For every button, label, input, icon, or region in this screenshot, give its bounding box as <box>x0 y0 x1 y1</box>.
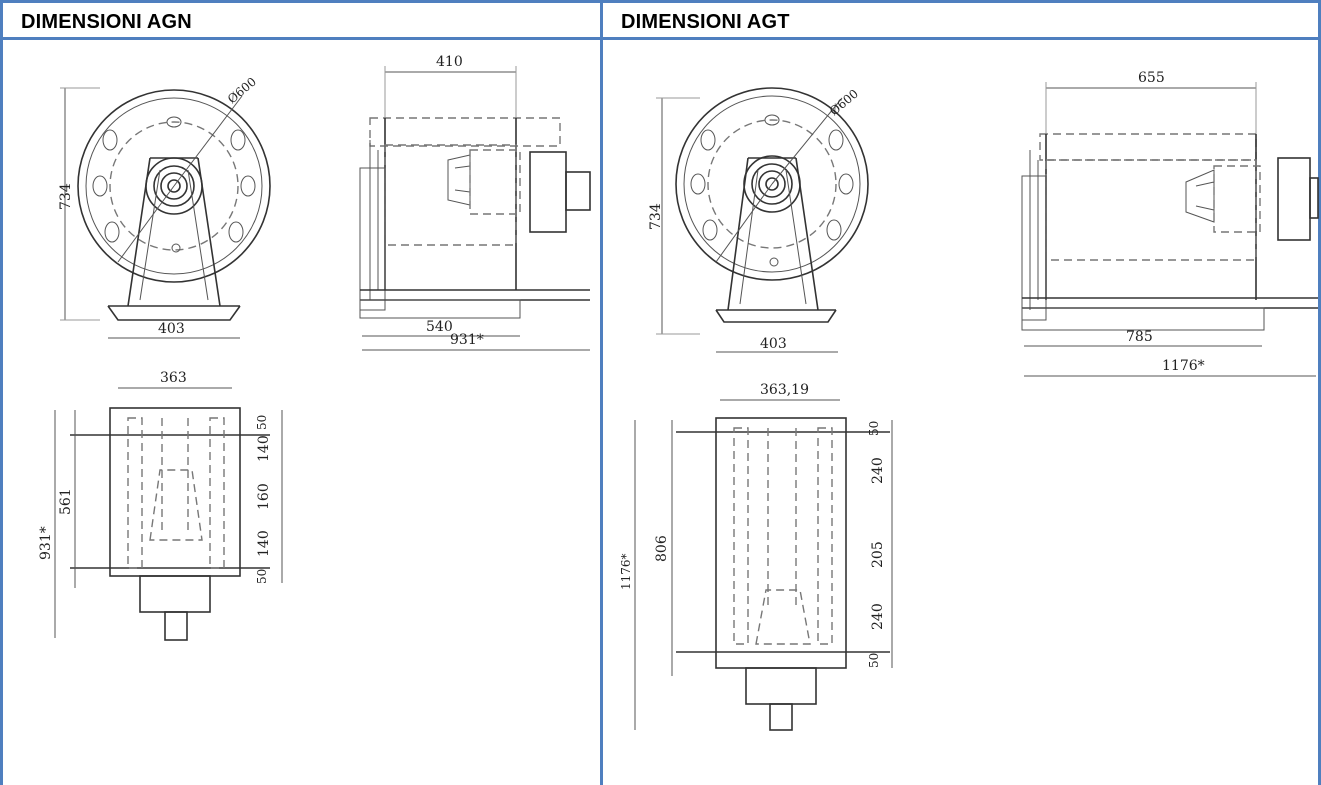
agt-plan-seg5-label: 50 <box>867 653 881 668</box>
agt-plan-seg1-label: 50 <box>867 421 881 436</box>
agn-plan-seg1-label: 50 <box>255 415 269 430</box>
agt-plan-view: 363,19 1176* 806 50 240 205 240 50 <box>619 382 893 731</box>
agn-plan-seg3-label: 160 <box>256 483 272 510</box>
agn-front-width-label: 540 <box>426 319 453 335</box>
agt-plan-inner-label: 806 <box>654 535 670 562</box>
agt-plan-seg3-label: 205 <box>870 541 886 568</box>
agn-front-view: 410 540 931* <box>359 54 591 351</box>
agn-plan-inner-label: 561 <box>58 488 74 515</box>
agt-front-width-label: 785 <box>1126 329 1153 345</box>
agt-base-width-label: 403 <box>760 336 787 352</box>
agt-front-total-label: 1176* <box>1162 358 1205 374</box>
agn-plan-total-label: 931* <box>38 526 54 560</box>
left-border <box>0 40 3 785</box>
agt-side-height-label: 734 <box>648 203 664 230</box>
agn-plan-seg4-label: 140 <box>256 530 272 557</box>
right-border <box>1318 40 1321 785</box>
agn-side-view: 734 Ø600 403 <box>58 75 271 339</box>
agt-plan-seg4-label: 240 <box>870 603 886 630</box>
agn-plan-seg2-label: 140 <box>256 435 272 462</box>
agt-front-view: 655 785 1176* <box>1021 70 1319 377</box>
header-agt: DIMENSIONI AGT <box>600 0 1321 40</box>
middle-border <box>600 40 603 785</box>
header-agt-label: DIMENSIONI AGT <box>621 11 790 33</box>
agn-plan-width-label: 363 <box>160 370 187 386</box>
agt-top-width-label: 655 <box>1138 70 1165 86</box>
agn-diameter-label: Ø600 <box>225 75 259 107</box>
agn-top-width-label: 410 <box>436 54 463 70</box>
agn-side-height-label: 734 <box>58 183 74 210</box>
agt-plan-seg2-label: 240 <box>870 457 886 484</box>
agn-plan-seg5-label: 50 <box>255 569 269 584</box>
header-agn: DIMENSIONI AGN <box>0 0 603 40</box>
agn-plan-view: 363 931* 561 50 140 160 140 50 <box>38 370 283 641</box>
agt-side-view: 734 Ø600 403 <box>648 87 869 353</box>
agt-plan-width-label: 363,19 <box>760 382 809 398</box>
agn-base-width-label: 403 <box>158 321 185 337</box>
agt-diameter-label: Ø600 <box>827 87 861 119</box>
header-agn-label: DIMENSIONI AGN <box>21 11 192 33</box>
agt-plan-total-label: 1176* <box>619 553 633 590</box>
agn-front-total-label: 931* <box>450 332 484 348</box>
